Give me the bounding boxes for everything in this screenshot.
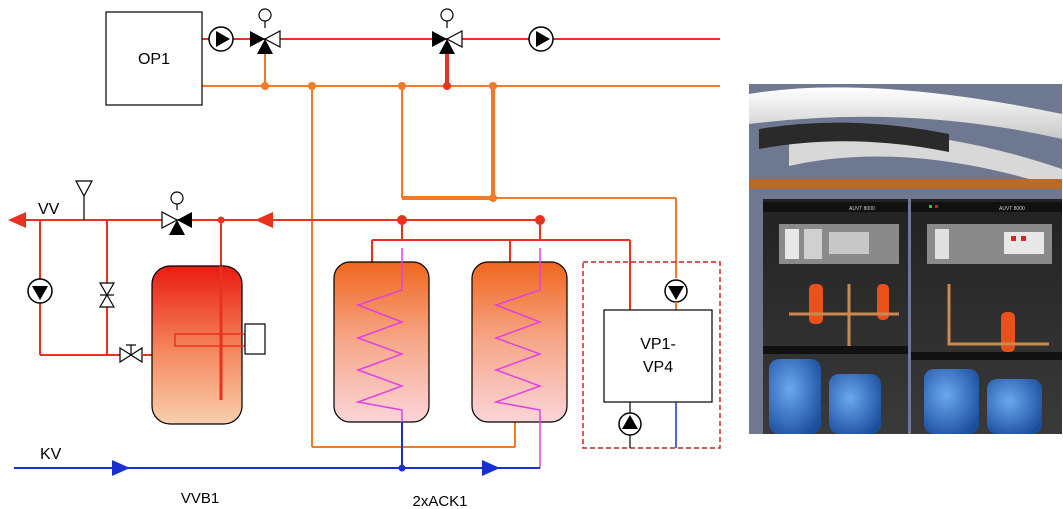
photo-brand-right: AUVT 8000 [999, 206, 1025, 212]
cold-water-line [14, 422, 540, 469]
ack-tank-2 [471, 261, 568, 423]
ack-tank-1 [333, 261, 430, 423]
three-way-valve-icon [432, 8, 463, 54]
vvb1-tank [151, 265, 243, 425]
heat-pump-photo: AUVT 8000 AUVT 8000 [749, 84, 1062, 434]
vp-box [603, 309, 713, 403]
pump-icon [208, 26, 234, 52]
vp-label-line1: VP1- [640, 336, 676, 353]
flow-arrow [482, 460, 500, 476]
ack-label: 2xACK1 [412, 493, 467, 509]
air-vent-icon [75, 180, 93, 220]
pump-icon [528, 26, 554, 52]
three-way-valve-icon [161, 191, 192, 235]
coil-2 [493, 248, 543, 468]
op1-box [105, 11, 203, 106]
coil-1 [355, 248, 405, 468]
pump-icon [618, 412, 642, 436]
return-pipes [311, 86, 677, 448]
kv-label: KV [40, 446, 62, 463]
kv-arrow [112, 460, 130, 476]
pump-icon [664, 279, 688, 303]
vp-label-line2: VP4 [643, 359, 673, 376]
check-valve-icon [98, 282, 116, 308]
three-way-valve-icon [250, 8, 281, 54]
shutoff-valve-icon [119, 344, 152, 364]
vvb1-label: VVB1 [181, 490, 219, 507]
vv-arrow [8, 212, 26, 228]
vv-label: VV [38, 201, 60, 218]
pump-icon [27, 278, 53, 304]
flow-arrow [255, 212, 273, 228]
heat-pump-enclosure [582, 261, 721, 449]
heater-box [244, 323, 266, 355]
photo-brand-left: AUVT 8000 [849, 206, 875, 212]
op1-label: OP1 [138, 51, 170, 68]
